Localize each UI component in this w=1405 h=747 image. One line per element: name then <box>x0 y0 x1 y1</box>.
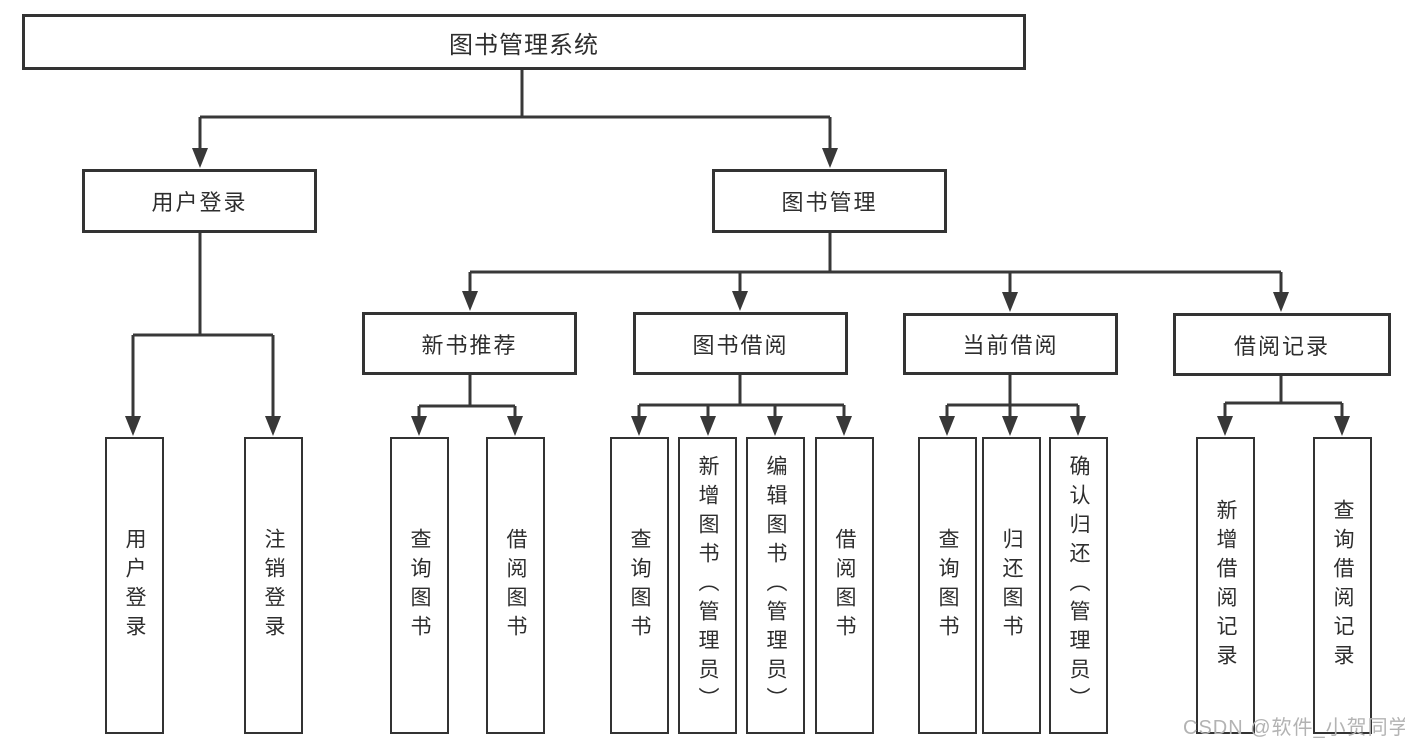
leaf-user-login: 用户登录 <box>105 437 164 734</box>
leaf-edit-book-admin-label: 编辑图书（管理员） <box>764 455 787 716</box>
leaf-query-books-3-label: 查询图书 <box>936 527 959 644</box>
leaf-add-borrow-record-label: 新增借阅记录 <box>1214 498 1237 673</box>
node-user-login-label: 用户登录 <box>151 190 248 215</box>
node-new-book-recommend-label: 新书推荐 <box>421 332 518 358</box>
leaf-query-books-1-label: 查询图书 <box>408 527 431 644</box>
node-current-borrowing-label: 当前借阅 <box>962 333 1059 358</box>
leaf-borrow-books-2: 借阅图书 <box>815 437 874 734</box>
leaf-query-books-2: 查询图书 <box>610 437 669 734</box>
watermark: CSDN @软件_小贺同学 <box>1183 717 1405 739</box>
leaf-confirm-return-admin: 确认归还（管理员） <box>1049 437 1108 734</box>
node-book-borrowing: 图书借阅 <box>633 312 848 375</box>
node-root: 图书管理系统 <box>22 14 1026 70</box>
leaf-user-login-label: 用户登录 <box>123 527 146 644</box>
connector-paths <box>131 70 1344 418</box>
node-borrowing-records: 借阅记录 <box>1173 313 1391 376</box>
leaf-logout: 注销登录 <box>244 437 303 734</box>
leaf-return-book: 归还图书 <box>982 437 1041 734</box>
node-book-management: 图书管理 <box>712 169 947 233</box>
leaf-add-book-admin-label: 新增图书（管理员） <box>696 455 719 716</box>
leaf-query-books-3: 查询图书 <box>918 437 977 734</box>
leaf-add-borrow-record: 新增借阅记录 <box>1196 437 1255 734</box>
leaf-query-borrow-record: 查询借阅记录 <box>1313 437 1372 734</box>
node-user-login: 用户登录 <box>82 169 317 233</box>
node-current-borrowing: 当前借阅 <box>903 313 1118 375</box>
leaf-query-books-1: 查询图书 <box>390 437 449 734</box>
node-new-book-recommend: 新书推荐 <box>362 312 577 375</box>
leaf-return-book-label: 归还图书 <box>1000 527 1023 644</box>
leaf-query-books-2-label: 查询图书 <box>628 527 651 644</box>
leaf-add-book-admin: 新增图书（管理员） <box>678 437 737 734</box>
node-book-management-label: 图书管理 <box>781 190 878 215</box>
leaf-borrow-books-1: 借阅图书 <box>486 437 545 734</box>
leaf-logout-label: 注销登录 <box>262 527 285 644</box>
leaf-borrow-books-1-label: 借阅图书 <box>504 527 527 644</box>
leaf-confirm-return-admin-label: 确认归还（管理员） <box>1067 455 1090 716</box>
leaf-edit-book-admin: 编辑图书（管理员） <box>746 437 805 734</box>
arrowhead-icons <box>125 148 1350 436</box>
leaf-query-borrow-record-label: 查询借阅记录 <box>1331 498 1354 673</box>
node-book-borrowing-label: 图书借阅 <box>692 332 789 358</box>
node-borrowing-records-label: 借阅记录 <box>1233 333 1330 359</box>
node-root-label: 图书管理系统 <box>449 31 599 59</box>
leaf-borrow-books-2-label: 借阅图书 <box>833 527 856 644</box>
